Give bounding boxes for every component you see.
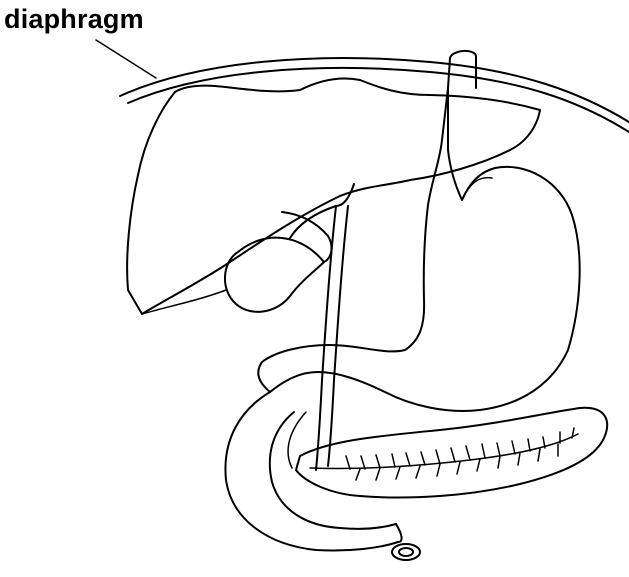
liver-lower-edge	[142, 290, 226, 314]
common-bile-duct	[316, 206, 336, 470]
jejunum-opening	[392, 544, 420, 560]
liver	[127, 78, 540, 314]
stomach	[258, 88, 579, 411]
duodenum-fold	[288, 412, 306, 468]
diaphragm-label: diaphragm	[4, 4, 144, 35]
jejunum-tube	[396, 524, 402, 542]
gallbladder	[225, 238, 324, 312]
duodenum-inner	[270, 412, 396, 529]
esophagus	[448, 51, 476, 88]
stomach-lesser-curve	[462, 178, 492, 200]
duodenum-outer	[225, 392, 398, 551]
diaphragm-line-lower	[128, 68, 629, 132]
diaphragm-leader-line	[96, 40, 156, 78]
pancreatic-duct	[310, 434, 578, 469]
hepatic-duct-left	[282, 212, 331, 262]
